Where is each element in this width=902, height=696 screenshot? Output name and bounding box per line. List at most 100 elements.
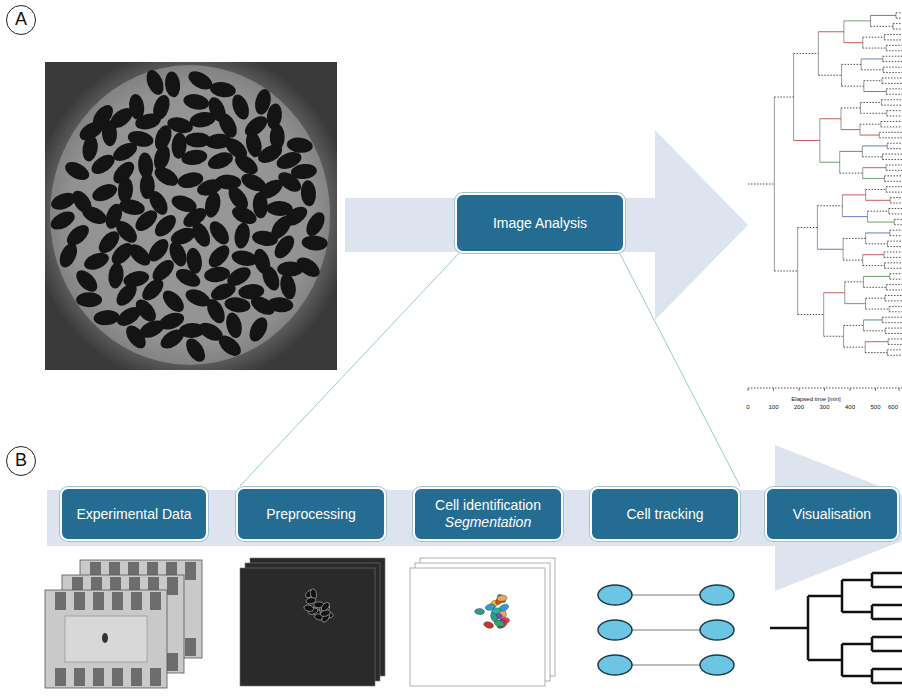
bacterial-cell xyxy=(166,239,190,269)
bacterial-cell xyxy=(159,287,188,316)
axis-tick xyxy=(773,388,774,391)
bacterial-cell xyxy=(81,134,100,162)
big-arrow xyxy=(345,130,748,320)
bacterial-cell xyxy=(110,139,140,165)
bacterial-cell xyxy=(225,183,252,213)
axis-tick xyxy=(799,388,800,391)
bacterial-cell xyxy=(203,296,228,326)
preprocessed-stack xyxy=(240,558,385,686)
lineage-tree xyxy=(748,13,902,356)
bacterial-cell xyxy=(122,269,151,289)
axis-line xyxy=(748,388,902,389)
process-box: Cell tracking xyxy=(590,487,740,541)
bacterial-cell xyxy=(80,203,110,228)
bacterial-cell xyxy=(300,180,317,207)
bacterial-cell xyxy=(231,151,261,179)
node-label: Cell tracking xyxy=(626,506,703,523)
bacterial-cell xyxy=(182,335,209,365)
tick-label: 200 xyxy=(794,404,804,410)
node-label: Image Analysis xyxy=(493,215,587,232)
bacterial-cell xyxy=(108,239,137,268)
bacterial-cell xyxy=(195,176,224,198)
tick-label: 0 xyxy=(746,404,749,410)
bacterial-cell xyxy=(93,309,120,326)
tick-label: 100 xyxy=(768,404,778,410)
process-box: Experimental Data xyxy=(60,487,208,541)
bacterial-cell xyxy=(76,292,102,307)
panel-letter: A xyxy=(6,5,36,35)
tick-label: 400 xyxy=(845,404,855,410)
bacterial-cell xyxy=(270,124,285,150)
bacterial-cell xyxy=(233,222,252,250)
bacterial-cell xyxy=(152,123,175,153)
panel-letter: B xyxy=(6,446,36,476)
bacterial-cell xyxy=(244,130,264,159)
axis-tick xyxy=(899,388,900,391)
bacterial-cell xyxy=(56,240,80,270)
axis-tick xyxy=(824,388,825,391)
bacterial-cell xyxy=(103,202,126,231)
bacterial-cell xyxy=(253,88,273,117)
axis-tick xyxy=(748,388,749,391)
zoom-line xyxy=(618,250,740,486)
bacterial-cell xyxy=(114,303,144,330)
bacterial-cell xyxy=(89,101,117,131)
tick-label: 600 xyxy=(888,404,898,410)
node-label: Visualisation xyxy=(793,506,871,523)
bacterial-cell xyxy=(145,188,171,218)
tree-schematic xyxy=(770,573,902,683)
bacterial-cell xyxy=(286,136,313,154)
bacterial-cell xyxy=(117,177,134,204)
process-box: Cell identificationSegmentation xyxy=(413,487,563,541)
node-label: B xyxy=(15,450,27,472)
bacterial-cell xyxy=(145,235,173,265)
node-label: Cell identification xyxy=(435,497,541,514)
microscopy-image xyxy=(45,62,337,370)
bacterial-cell xyxy=(246,314,271,344)
bacterial-cell xyxy=(206,218,233,248)
bacterial-cell xyxy=(229,92,252,122)
bacterial-cell xyxy=(122,322,149,352)
bacterial-cell xyxy=(134,111,163,132)
bacterial-cell xyxy=(275,168,305,195)
bacterial-cell xyxy=(49,189,79,213)
bacterial-cell xyxy=(209,80,237,99)
process-box: Image Analysis xyxy=(455,193,625,253)
bacterial-cell xyxy=(48,208,78,233)
bacterial-cell xyxy=(189,110,217,129)
axis-tick xyxy=(850,388,851,391)
bacterial-cell xyxy=(180,204,210,231)
node-sublabel: Segmentation xyxy=(445,514,531,531)
bacterial-cell xyxy=(303,209,329,239)
bacterial-cell xyxy=(206,149,236,172)
bacterial-cell xyxy=(173,265,203,290)
bacterial-cell xyxy=(143,68,167,98)
bacterial-cell xyxy=(238,283,265,300)
process-box: Preprocessing xyxy=(236,487,386,541)
axis-tick xyxy=(875,388,876,391)
raw-image-stack xyxy=(45,560,202,688)
bacterial-cell xyxy=(215,332,245,360)
node-label: Experimental Data xyxy=(76,506,191,523)
bacterial-cell xyxy=(205,242,233,271)
bacterial-cell xyxy=(224,311,245,340)
bacterial-cell xyxy=(203,265,231,283)
bacterial-cell xyxy=(151,163,181,189)
tracking-illustration xyxy=(598,585,734,675)
bacterial-cell xyxy=(267,296,294,313)
bacterial-cell xyxy=(301,235,328,252)
segmentation-stack xyxy=(410,558,555,686)
process-box: Visualisation xyxy=(765,487,899,541)
bacterial-cell xyxy=(157,326,187,353)
bacterial-cell xyxy=(82,249,112,273)
bacterial-cell xyxy=(164,71,182,98)
bacterial-cell xyxy=(90,181,120,205)
bacterial-cell xyxy=(182,92,210,112)
bacterial-cell xyxy=(251,229,279,248)
tick-label: 500 xyxy=(870,404,880,410)
bacterial-cell xyxy=(107,262,125,290)
bacterial-cell xyxy=(251,247,273,276)
bacterial-cell xyxy=(266,201,292,217)
